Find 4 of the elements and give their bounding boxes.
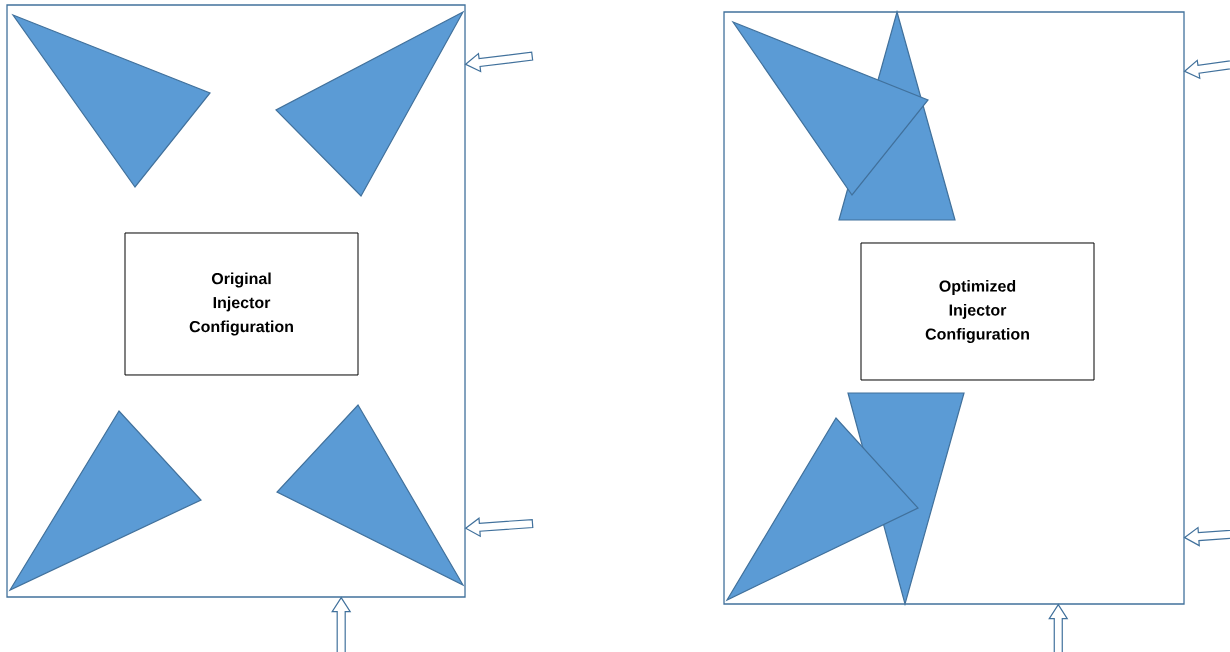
label-box: Original Injector Configuration	[124, 232, 359, 376]
frame-box	[6, 4, 466, 598]
frame-box	[723, 11, 1185, 605]
label-box: Optimized Injector Configuration	[860, 242, 1095, 381]
